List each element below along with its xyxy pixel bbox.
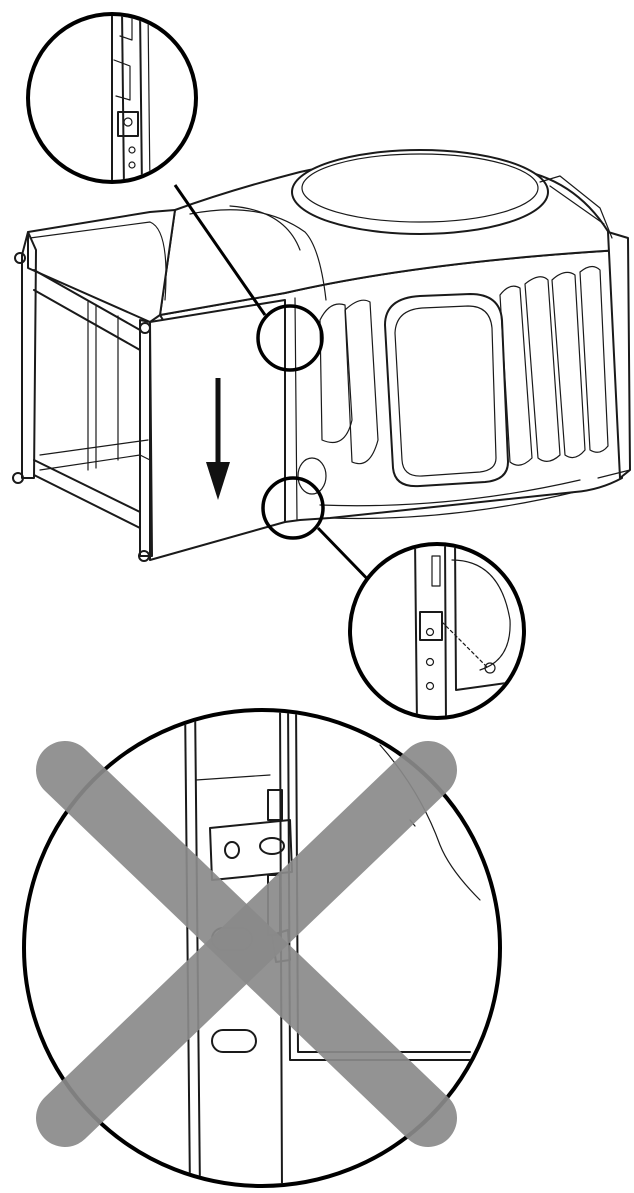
appliance-assembly: [12, 149, 631, 594]
detail-marker-bottom: [261, 476, 325, 540]
arrow-down-icon: [206, 378, 230, 500]
detail-view-top: [26, 12, 198, 184]
leader-line-top: [173, 184, 267, 316]
lid: [291, 149, 549, 235]
cross-mark-icon: [36, 741, 457, 1147]
detail-view-bottom: [348, 542, 526, 720]
detail-marker-top: [256, 304, 324, 372]
incorrect-detail-view: [22, 708, 502, 1188]
